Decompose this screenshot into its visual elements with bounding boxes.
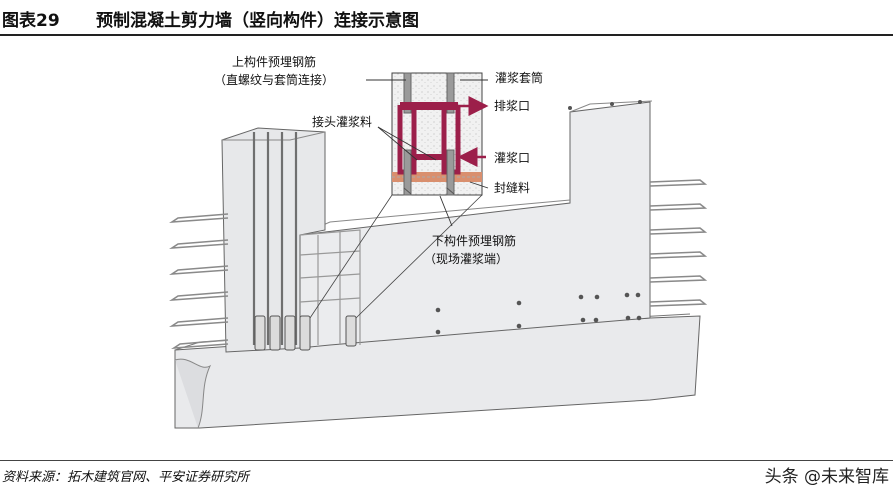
label-joint-grout: 接头灌浆料	[312, 114, 372, 129]
left-protruding-rebars	[169, 213, 229, 350]
stirrup-cage	[299, 229, 361, 345]
label-upper-rebar-line1: 上构件预埋钢筋	[232, 54, 316, 69]
label-grout-sleeve: 灌浆套筒	[495, 70, 543, 85]
figure-number: 图表29	[2, 11, 60, 31]
base-grout-sleeves	[254, 315, 357, 351]
source-note: 资料来源：拓木建筑官网、平安证券研究所	[2, 470, 250, 485]
label-grout-inlet: 灌浆口	[494, 150, 530, 165]
figure-title-bar: 图表29 预制混凝土剪力墙（竖向构件）连接示意图	[0, 0, 893, 36]
column-vertical-rebars	[252, 132, 298, 345]
label-grout-outlet: 排浆口	[494, 98, 530, 113]
label-lower-rebar-line1: 下构件预埋钢筋	[432, 233, 516, 248]
inset-leader-lines	[309, 194, 483, 319]
flow-arrows	[457, 96, 489, 167]
watermark: 头条 @未来智库	[764, 467, 889, 487]
figure-footer: 资料来源：拓木建筑官网、平安证券研究所 头条 @未来智库	[0, 460, 893, 498]
label-upper-rebar-line2: （直螺纹与套筒连接）	[214, 72, 334, 87]
label-sealing-material: 封缝料	[494, 180, 530, 195]
shear-wall-connection-diagram: 上构件预埋钢筋 （直螺纹与套筒连接） 灌浆套筒 排浆口 接头灌浆料 灌浆口 封缝…	[169, 54, 708, 429]
left-column	[221, 127, 326, 353]
connection-detail-inset	[391, 72, 483, 196]
label-lower-rebar-line2: （现场灌浆端）	[424, 251, 508, 266]
right-protruding-rebars	[649, 179, 708, 307]
annotation-pointers	[366, 79, 489, 227]
figure-caption: 预制混凝土剪力墙（竖向构件）连接示意图	[96, 11, 419, 31]
